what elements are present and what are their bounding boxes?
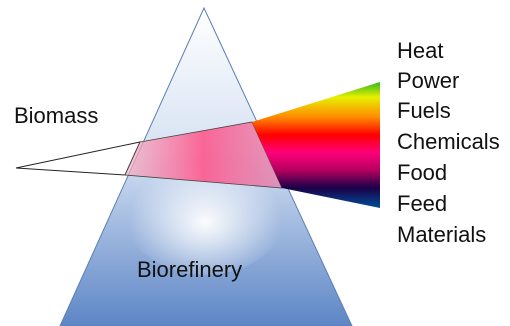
biomass-label: Biomass: [14, 103, 98, 128]
incoming-beam: [16, 142, 140, 175]
output-food: Food: [397, 160, 447, 185]
biorefinery-label: Biorefinery: [137, 257, 242, 282]
output-list: Heat Power Fuels Chemicals Food Feed Mat…: [397, 38, 500, 247]
output-materials: Materials: [397, 222, 486, 247]
output-chemicals: Chemicals: [397, 129, 500, 154]
output-heat: Heat: [397, 38, 443, 63]
output-power: Power: [397, 68, 459, 93]
output-fuels: Fuels: [397, 98, 451, 123]
output-feed: Feed: [397, 191, 447, 216]
